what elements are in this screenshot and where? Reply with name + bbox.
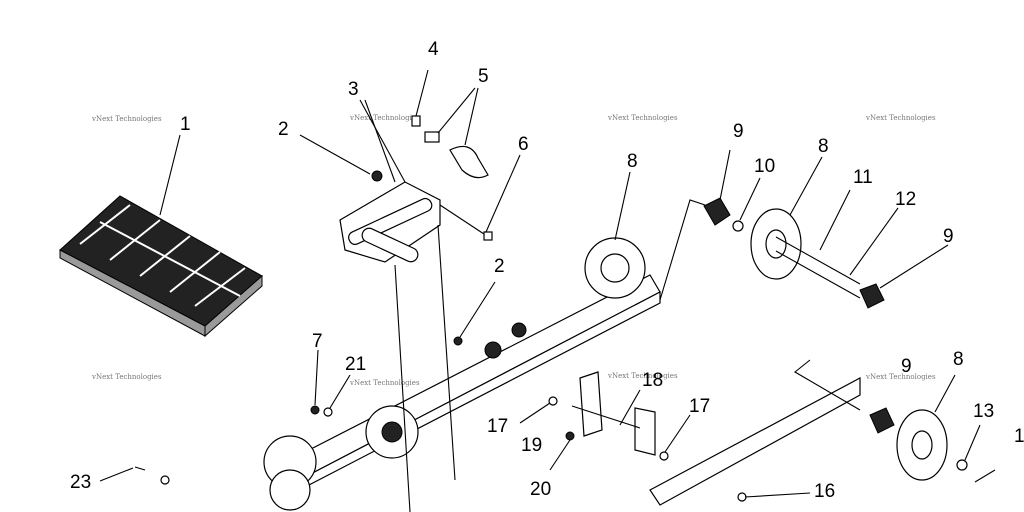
watermark: vNext Technologies [865, 373, 936, 381]
callout-17: 17 [689, 396, 710, 417]
callout-17: 17 [487, 416, 508, 437]
callout-18: 18 [642, 370, 663, 391]
watermark: vNext Technologies [91, 115, 162, 123]
watermark: vNext Technologies [607, 372, 678, 380]
callout-9: 9 [733, 121, 744, 142]
leader-lines [99, 69, 981, 512]
callout-9: 9 [943, 226, 954, 247]
callout-13: 13 [973, 401, 994, 422]
callout-3: 3 [348, 79, 359, 100]
idler-wheel-assembly-drawing [703, 197, 885, 309]
callout-4: 4 [428, 39, 439, 60]
watermark: vNext Technologies [349, 114, 420, 122]
callout-19: 19 [521, 435, 542, 456]
callout-1: 1 [180, 114, 191, 135]
callout-9: 9 [901, 356, 912, 377]
callout-8: 8 [818, 136, 829, 157]
rear-arm-drawing [339, 115, 493, 346]
callout-8: 8 [953, 349, 964, 370]
cross-shaft-drawing [134, 371, 747, 502]
callout-1: 1 [1014, 426, 1024, 447]
watermark: vNext Technologies [607, 114, 678, 122]
callout-5: 5 [478, 66, 489, 87]
callout-23: 23 [70, 472, 91, 493]
callout-8: 8 [627, 151, 638, 172]
rear-wheel-drawing [869, 407, 996, 483]
callout-labels: 1 2 3 4 5 6 8 9 10 8 11 12 9 2 7 21 18 1… [70, 39, 1024, 502]
callout-10: 10 [754, 156, 775, 177]
watermarks: vNext Technologies vNext Technologies vN… [91, 114, 936, 387]
callout-2: 2 [278, 119, 289, 140]
callout-16: 16 [814, 481, 835, 502]
callout-12: 12 [895, 189, 916, 210]
slide-rail-drawing [263, 237, 861, 511]
callout-21: 21 [345, 354, 366, 375]
watermark: vNext Technologies [349, 379, 420, 387]
callout-20: 20 [530, 479, 551, 500]
watermark: vNext Technologies [91, 373, 162, 381]
callout-11: 11 [853, 167, 873, 188]
track-belt-drawing [59, 195, 263, 338]
callout-6: 6 [518, 134, 529, 155]
callout-7: 7 [312, 331, 323, 352]
watermark: vNext Technologies [865, 114, 936, 122]
callout-2: 2 [494, 256, 505, 277]
